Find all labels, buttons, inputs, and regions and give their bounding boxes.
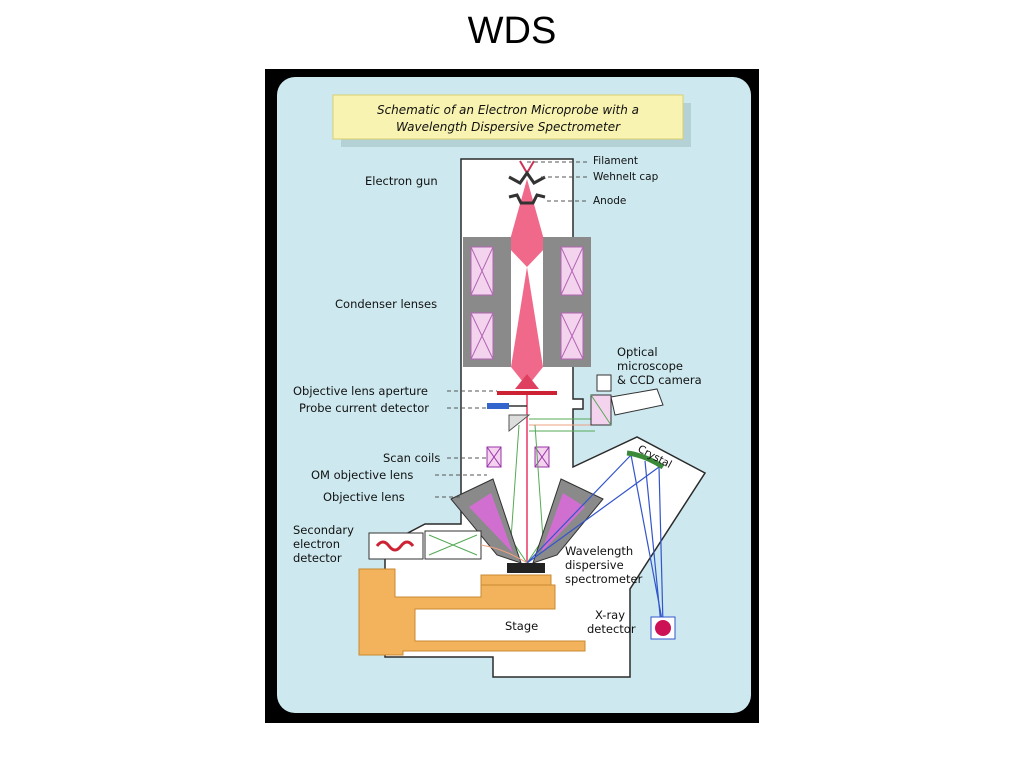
analyzing-crystal	[626, 450, 665, 470]
xray-detector	[650, 616, 676, 640]
beam-lower	[515, 374, 539, 389]
optical-path	[529, 418, 595, 432]
optical-microscope-camera	[590, 374, 664, 426]
label-electron-gun: Electron gun	[365, 174, 438, 188]
label-optical-1: Optical	[617, 345, 658, 359]
label-objective-aperture: Objective lens aperture	[293, 384, 428, 398]
slide-title: WDS	[467, 10, 557, 52]
label-objective-lens: Objective lens	[323, 490, 405, 504]
xray-paths	[526, 454, 664, 626]
objective-aperture	[497, 391, 557, 395]
label-secondary-1: Secondary	[293, 523, 354, 537]
label-wds-1: Wavelength	[565, 544, 633, 558]
electron-gun	[508, 160, 546, 205]
label-wds-3: spectrometer	[565, 572, 643, 586]
label-xray-1: X-ray	[595, 608, 625, 622]
label-wds-2: dispersive	[565, 558, 624, 572]
label-anode: Anode	[593, 195, 626, 207]
label-secondary-2: electron	[293, 537, 340, 551]
label-optical-3: & CCD camera	[617, 373, 702, 387]
specimen	[507, 563, 545, 573]
condenser-lens-right	[543, 237, 591, 367]
om-mirror	[508, 414, 531, 433]
label-wehnelt-cap: Wehnelt cap	[593, 171, 659, 183]
label-om-objective-lens: OM objective lens	[311, 468, 413, 482]
caption-box: Schematic of an Electron Microprobe with…	[332, 94, 691, 147]
condenser-lens-left	[463, 237, 511, 367]
beam-middle	[511, 267, 543, 387]
beam-upper	[508, 179, 546, 267]
label-scan-coils: Scan coils	[383, 451, 440, 465]
caption-line-2: Wavelength Dispersive Spectrometer	[396, 120, 621, 134]
caption-line-1: Schematic of an Electron Microprobe with…	[377, 103, 639, 117]
label-xray-2: detector	[587, 622, 636, 636]
microprobe-schematic: Schematic of an Electron Microprobe with…	[265, 69, 759, 723]
stage	[358, 568, 586, 656]
label-probe-current-detector: Probe current detector	[299, 401, 429, 415]
secondary-electron-detector	[368, 530, 528, 564]
stage-top	[480, 574, 552, 586]
probe-current-detector	[487, 403, 509, 409]
label-stage: Stage	[505, 619, 538, 633]
label-optical-2: microscope	[617, 359, 683, 373]
label-condenser-lenses: Condenser lenses	[335, 297, 437, 311]
label-secondary-3: detector	[293, 551, 342, 565]
leader-lines	[435, 161, 589, 498]
label-filament: Filament	[593, 155, 638, 167]
